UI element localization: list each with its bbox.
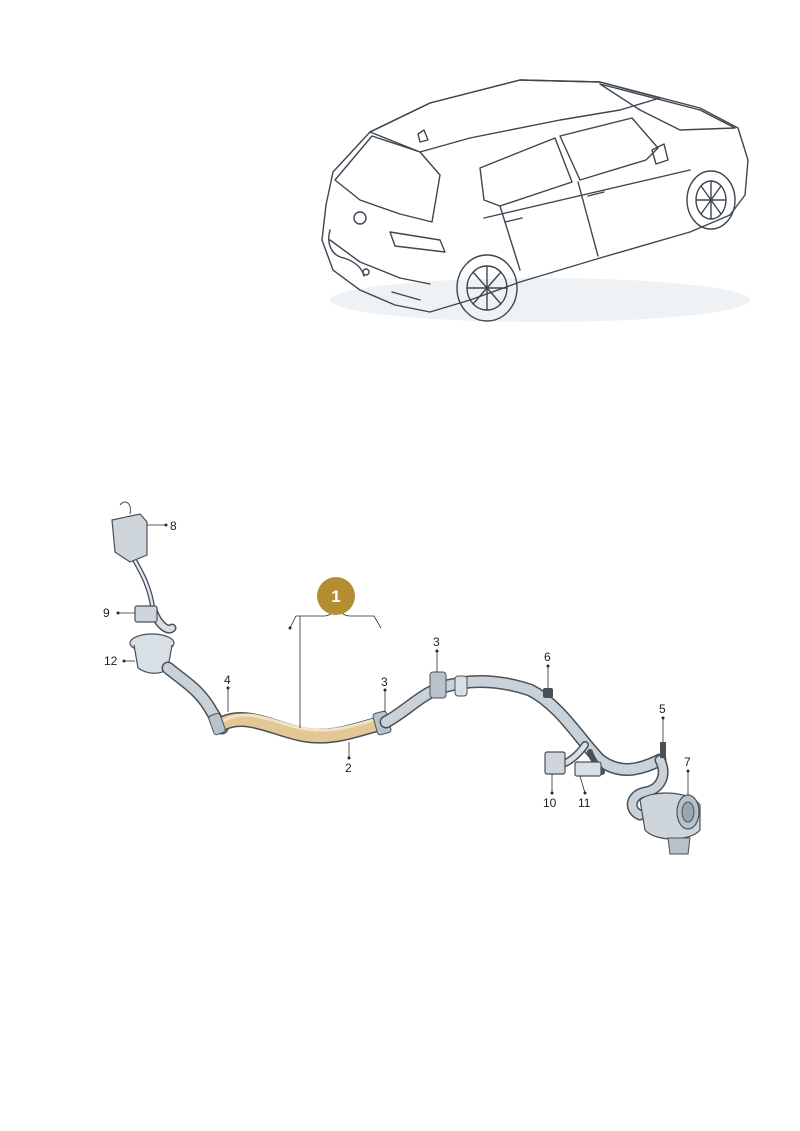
highlighted-harness-section [214,713,386,743]
callout-2: 2 [345,761,352,775]
callout-labels: 8 9 12 4 3 3 2 6 5 7 10 11 [103,519,691,810]
callout-11: 11 [578,796,591,810]
callout-3-lower: 3 [381,675,388,689]
callout-7: 7 [684,755,691,769]
assembly-badge-circle [317,577,355,615]
vehicle-illustration [321,79,750,322]
wiring-harness [111,501,701,855]
connector-10 [544,751,566,775]
callout-4: 4 [224,673,231,687]
connector-9 [134,605,158,623]
connector-8 [111,513,148,563]
assembly-badge: 1 [317,577,355,615]
leader-lines [116,523,690,795]
callout-10: 10 [543,796,557,810]
callout-5: 5 [659,702,666,716]
clip-6 [543,688,553,698]
callout-9: 9 [103,606,110,620]
assembly-badge-label: 1 [331,587,340,606]
clip-5 [660,742,666,758]
callout-12: 12 [104,654,118,668]
connector-11 [574,761,602,777]
callout-6: 6 [544,650,551,664]
callout-3-upper: 3 [433,635,440,649]
callout-8: 8 [170,519,177,533]
socket-7 [639,792,701,855]
